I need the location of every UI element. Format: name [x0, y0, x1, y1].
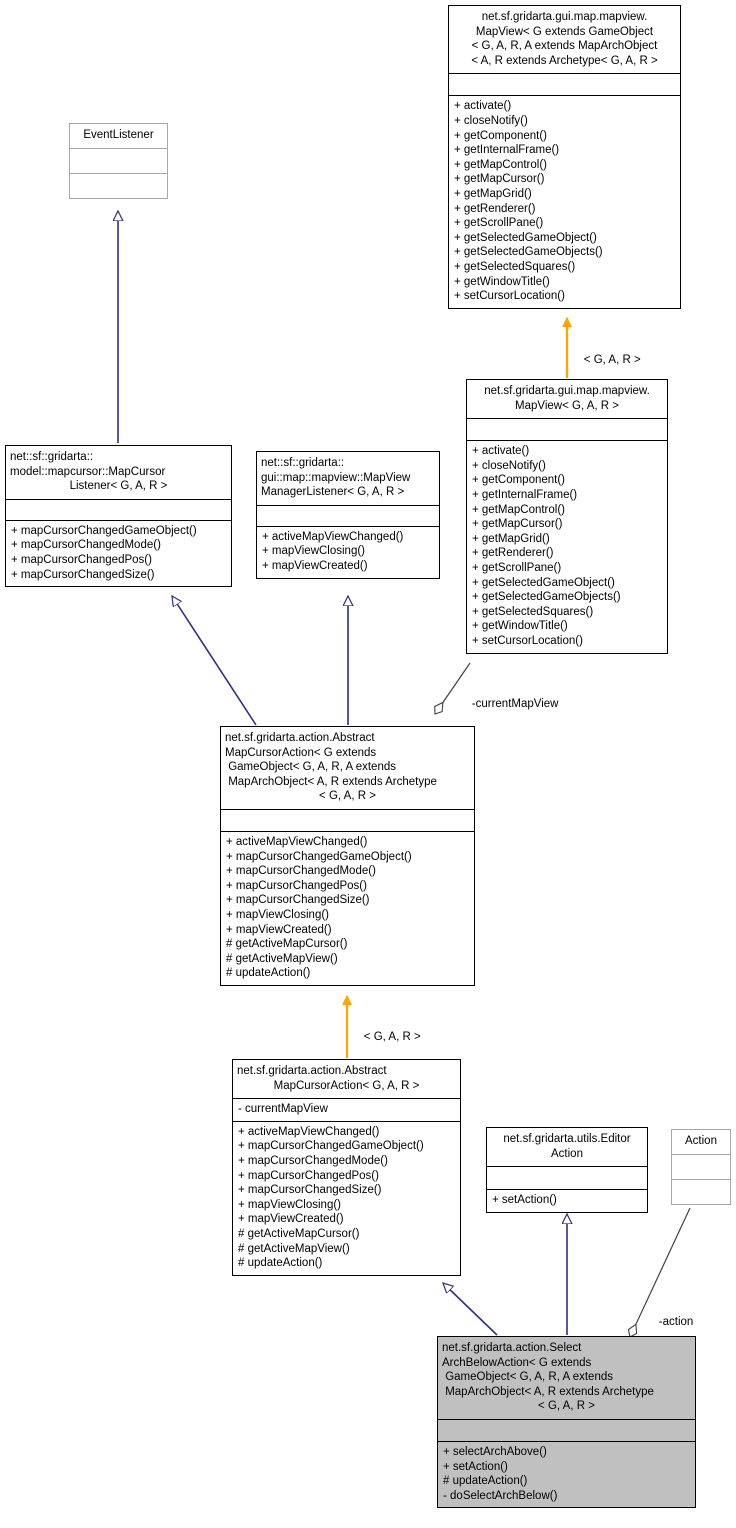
class-operations-mapview-bound: + activate() + closeNotify() + getCompon… — [467, 440, 667, 652]
class-attributes-selectarchbelowaction — [438, 1418, 695, 1441]
class-operations-abstractmapcursoraction-bound: + activeMapViewChanged() + mapCursorChan… — [233, 1120, 460, 1275]
class-title-abstractmapcursoraction-generic: net.sf.gridarta.action.Abstract MapCurso… — [225, 732, 437, 803]
class-box-abstractmapcursoraction-generic[interactable]: net.sf.gridarta.action.Abstract MapCurso… — [220, 726, 475, 986]
edge-label-template-binding-abstractmapcursoraction: < G, A, R > — [363, 1031, 421, 1043]
class-title-action: Action — [685, 1135, 717, 1147]
class-operations-editoraction: + setAction() — [487, 1189, 647, 1212]
class-attributes-abstractmapcursoraction-generic — [221, 808, 474, 831]
class-attributes-mapview-generic — [449, 73, 680, 95]
class-operations-mapviewmanagerlistener: + activeMapViewChanged() + mapViewClosin… — [257, 525, 439, 578]
class-attributes-editoraction — [487, 1166, 647, 1189]
class-operations-action — [672, 1178, 730, 1204]
class-box-selectarchbelowaction[interactable]: net.sf.gridarta.action.Select ArchBelowA… — [437, 1336, 696, 1509]
class-operations-mapview-generic: + activate() + closeNotify() + getCompon… — [449, 95, 680, 307]
class-title-selectarchbelowaction: net.sf.gridarta.action.Select ArchBelowA… — [442, 1342, 654, 1413]
class-box-mapview-generic[interactable]: net.sf.gridarta.gui.map.mapview. MapView… — [448, 5, 681, 309]
class-attributes-abstractmapcursoraction-bound: - currentMapView — [233, 1098, 460, 1121]
edge-abstractmapcursoraction-selectarchbelow — [443, 1283, 498, 1336]
class-box-eventlistener[interactable]: EventListener — [69, 123, 168, 199]
class-attributes-mapview-bound — [467, 418, 667, 440]
edge-mapcursorlistener-abstractmapcursoraction — [172, 596, 257, 726]
class-attributes-action — [672, 1153, 730, 1179]
class-attributes-mapcursorlistener — [6, 498, 231, 520]
class-title-mapviewmanagerlistener: net::sf::gridarta:: gui::map::mapview::M… — [261, 457, 411, 499]
class-attributes-eventlistener — [70, 147, 167, 173]
class-attributes-mapviewmanagerlistener — [257, 504, 439, 526]
edge-label-template-binding-mapview: < G, A, R > — [583, 354, 641, 366]
class-title-mapview-bound: net.sf.gridarta.gui.map.mapview. MapView… — [484, 385, 650, 412]
class-operations-eventlistener — [70, 172, 167, 198]
class-operations-mapcursorlistener: + mapCursorChangedGameObject() + mapCurs… — [6, 519, 231, 586]
class-box-abstractmapcursoraction-bound[interactable]: net.sf.gridarta.action.Abstract MapCurso… — [232, 1059, 461, 1276]
class-operations-abstractmapcursoraction-generic: + activeMapViewChanged() + mapCursorChan… — [221, 830, 474, 985]
class-title-mapcursorlistener: net::sf::gridarta:: model::mapcursor::Ma… — [10, 451, 168, 493]
class-title-mapview-generic: net.sf.gridarta.gui.map.mapview. MapView… — [471, 11, 658, 67]
class-box-mapview-bound[interactable]: net.sf.gridarta.gui.map.mapview. MapView… — [466, 379, 668, 654]
class-title-abstractmapcursoraction-bound: net.sf.gridarta.action.Abstract MapCurso… — [237, 1065, 420, 1092]
class-box-mapcursorlistener[interactable]: net::sf::gridarta:: model::mapcursor::Ma… — [5, 445, 232, 588]
class-title-eventlistener: EventListener — [83, 129, 154, 141]
class-operations-selectarchbelowaction: + selectArchAbove() + setAction() # upda… — [438, 1440, 695, 1507]
class-box-mapviewmanagerlistener[interactable]: net::sf::gridarta:: gui::map::mapview::M… — [256, 451, 440, 579]
class-box-editoraction[interactable]: net.sf.gridarta.utils.Editor Action + se… — [486, 1127, 648, 1213]
edge-label-aggregation-currentmapview: -currentMapView — [471, 698, 559, 710]
class-box-action[interactable]: Action — [671, 1129, 731, 1205]
edge-label-aggregation-action: -action — [658, 1316, 694, 1328]
class-title-editoraction: net.sf.gridarta.utils.Editor Action — [503, 1133, 631, 1160]
